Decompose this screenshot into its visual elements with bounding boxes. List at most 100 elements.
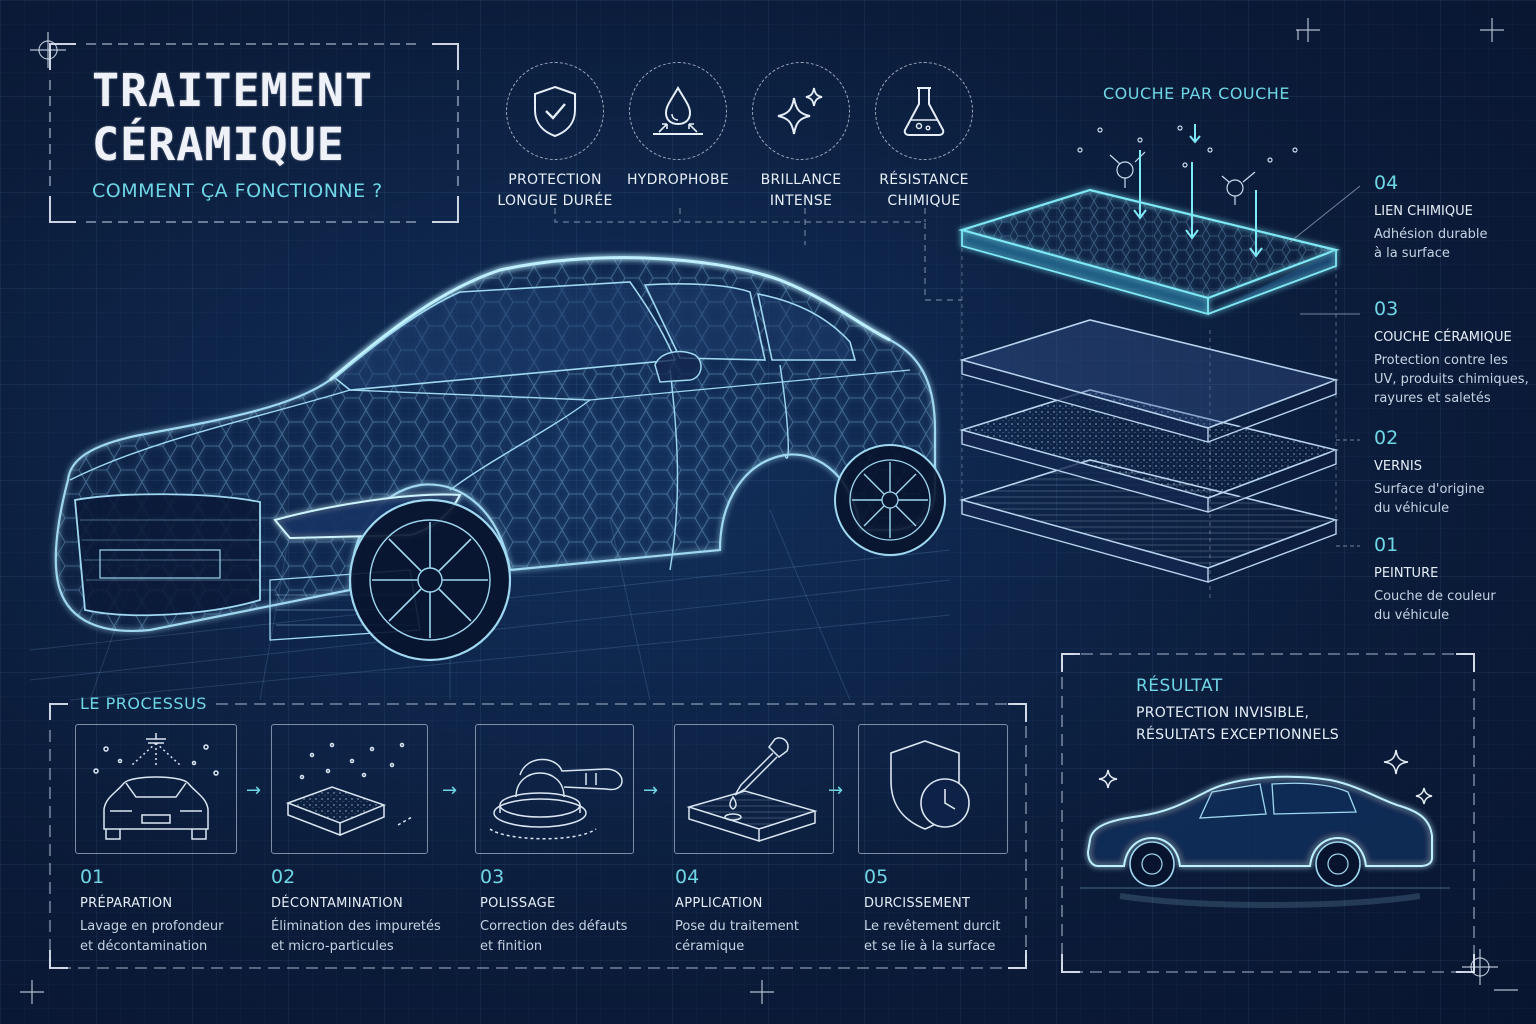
- step-name: DÉCONTAMINATION: [271, 896, 403, 911]
- layer-paint: [959, 459, 1339, 583]
- feature-label-line2: INTENSE: [769, 193, 833, 209]
- step-name: APPLICATION: [675, 896, 763, 911]
- flask-icon: [903, 87, 945, 136]
- step-desc-line: Le revêtement durcit: [864, 919, 1001, 934]
- page-title: TRAITEMENT CÉRAMIQUE: [92, 64, 373, 172]
- step-desc-line: Élimination des impuretés: [271, 919, 441, 934]
- step-desc-line: et décontamination: [80, 939, 208, 954]
- layer-ceramic: [959, 319, 1339, 443]
- car-wireframe: [29, 256, 951, 701]
- polisher-icon: [489, 758, 623, 840]
- step-desc-line: Correction des défauts: [480, 919, 628, 934]
- layer-number: 04: [1374, 172, 1399, 194]
- feature-label-line1: HYDROPHOBE: [626, 172, 730, 188]
- feature-hydrophobic: HYDROPHOBE: [613, 62, 743, 191]
- dropper-icon: [686, 737, 818, 843]
- layer-description: Protection contre les UV, produits chimi…: [1374, 351, 1534, 408]
- feature-label: PROTECTION LONGUE DURÉE: [490, 170, 620, 212]
- layer-chemical-bond: [958, 188, 1340, 316]
- step-desc-line: Pose du traitement: [675, 919, 799, 934]
- feature-circle: [875, 62, 973, 160]
- title-line-1: TRAITEMENT: [92, 64, 373, 117]
- step-arrow-icon: →: [442, 780, 458, 801]
- feature-shine: BRILLANCE INTENSE: [736, 62, 866, 212]
- step-desc-line: et micro-particules: [271, 939, 394, 954]
- layer-name: COUCHE CÉRAMIQUE: [1374, 330, 1512, 345]
- step-description: Élimination des impuretés et micro-parti…: [271, 917, 461, 957]
- layer-name: LIEN CHIMIQUE: [1374, 204, 1473, 219]
- title-line-2: CÉRAMIQUE: [92, 118, 345, 171]
- step-description: Pose du traitement céramique: [675, 917, 865, 957]
- step-arrow-icon: →: [828, 780, 844, 801]
- title-frame-corners: [49, 43, 459, 223]
- step-desc-line: et se lie à la surface: [864, 939, 996, 954]
- layer-description: Couche de couleur du véhicule: [1374, 587, 1534, 625]
- layer-name: VERNIS: [1374, 459, 1422, 474]
- step-text-05: 05 DURCISSEMENT Le revêtement durcit et …: [864, 866, 1054, 957]
- layer-desc-line: Adhésion durable: [1374, 227, 1488, 242]
- feature-label: HYDROPHOBE: [613, 170, 743, 191]
- step-number: 05: [864, 866, 889, 888]
- step-text-03: 03 POLISSAGE Correction des défauts et f…: [480, 866, 670, 957]
- step-card-curing: [858, 724, 1008, 854]
- step-card-application: [674, 724, 834, 854]
- step-card-preparation: [75, 724, 237, 854]
- step-text-02: 02 DÉCONTAMINATION Élimination des impur…: [271, 866, 461, 957]
- step-arrow-icon: →: [246, 780, 262, 801]
- feature-protection: PROTECTION LONGUE DURÉE: [490, 62, 620, 212]
- layers-title: COUCHE PAR COUCHE: [1103, 84, 1290, 103]
- front-wheel: [348, 498, 512, 662]
- layer-desc-line: à la surface: [1374, 246, 1450, 261]
- step-number: 03: [480, 866, 505, 888]
- feature-label: RÉSISTANCE CHIMIQUE: [859, 170, 989, 212]
- result-line: RÉSULTATS EXCEPTIONNELS: [1136, 727, 1339, 743]
- feature-label-line1: BRILLANCE: [760, 172, 842, 188]
- step-arrow-icon: →: [643, 780, 659, 801]
- layer-number: 03: [1374, 298, 1399, 320]
- feature-label-line2: CHIMIQUE: [887, 193, 961, 209]
- water-drop-icon: [653, 86, 703, 135]
- car-wash-icon: [93, 733, 219, 840]
- result-title: RÉSULTAT: [1136, 676, 1223, 696]
- step-desc-line: et finition: [480, 939, 543, 954]
- step-text-01: 01 PRÉPARATION Lavage en profondeur et d…: [80, 866, 270, 957]
- layer-name: PEINTURE: [1374, 566, 1439, 581]
- step-desc-line: céramique: [675, 939, 745, 954]
- step-card-polishing: [475, 724, 634, 854]
- step-card-decontamination: [271, 724, 428, 854]
- step-text-04: 04 APPLICATION Pose du traitement cérami…: [675, 866, 865, 957]
- sparkle-icon: [777, 87, 823, 135]
- shield-check-icon: [534, 85, 576, 138]
- feature-circle: [752, 62, 850, 160]
- feature-label-line2: LONGUE DURÉE: [497, 193, 613, 209]
- step-description: Correction des défauts et finition: [480, 917, 670, 957]
- result-car-illustration: [1080, 749, 1450, 908]
- result-subtitle: PROTECTION INVISIBLE, RÉSULTATS EXCEPTIO…: [1136, 702, 1339, 746]
- layer-desc-line: Protection contre les: [1374, 353, 1508, 368]
- layer-label-01: 01 PEINTURE Couche de couleur du véhicul…: [1374, 534, 1534, 625]
- step-description: Lavage en profondeur et décontamination: [80, 917, 270, 957]
- layer-description: Surface d'origine du véhicule: [1374, 480, 1534, 518]
- layer-desc-line: UV, produits chimiques,: [1374, 372, 1529, 387]
- layer-desc-line: du véhicule: [1374, 608, 1450, 623]
- layer-desc-line: rayures et saletés: [1374, 391, 1491, 406]
- layer-clearcoat: [959, 389, 1339, 513]
- process-frame: [49, 703, 1027, 969]
- step-number: 01: [80, 866, 105, 888]
- shield-clock-icon: [890, 740, 970, 830]
- layer-desc-line: du véhicule: [1374, 501, 1450, 516]
- feature-circle: [506, 62, 604, 160]
- feature-circle: [629, 62, 727, 160]
- layer-desc-line: Couche de couleur: [1374, 589, 1496, 604]
- layer-label-04: 04 LIEN CHIMIQUE Adhésion durable à la s…: [1374, 172, 1534, 263]
- feature-chemical: RÉSISTANCE CHIMIQUE: [859, 62, 989, 212]
- feature-label-line1: PROTECTION: [508, 172, 602, 188]
- result-line: PROTECTION INVISIBLE,: [1136, 705, 1310, 721]
- feature-label-line1: RÉSISTANCE: [879, 172, 969, 188]
- step-number: 04: [675, 866, 700, 888]
- result-frame: [1061, 653, 1475, 973]
- feature-label: BRILLANCE INTENSE: [736, 170, 866, 212]
- layer-number: 02: [1374, 427, 1399, 449]
